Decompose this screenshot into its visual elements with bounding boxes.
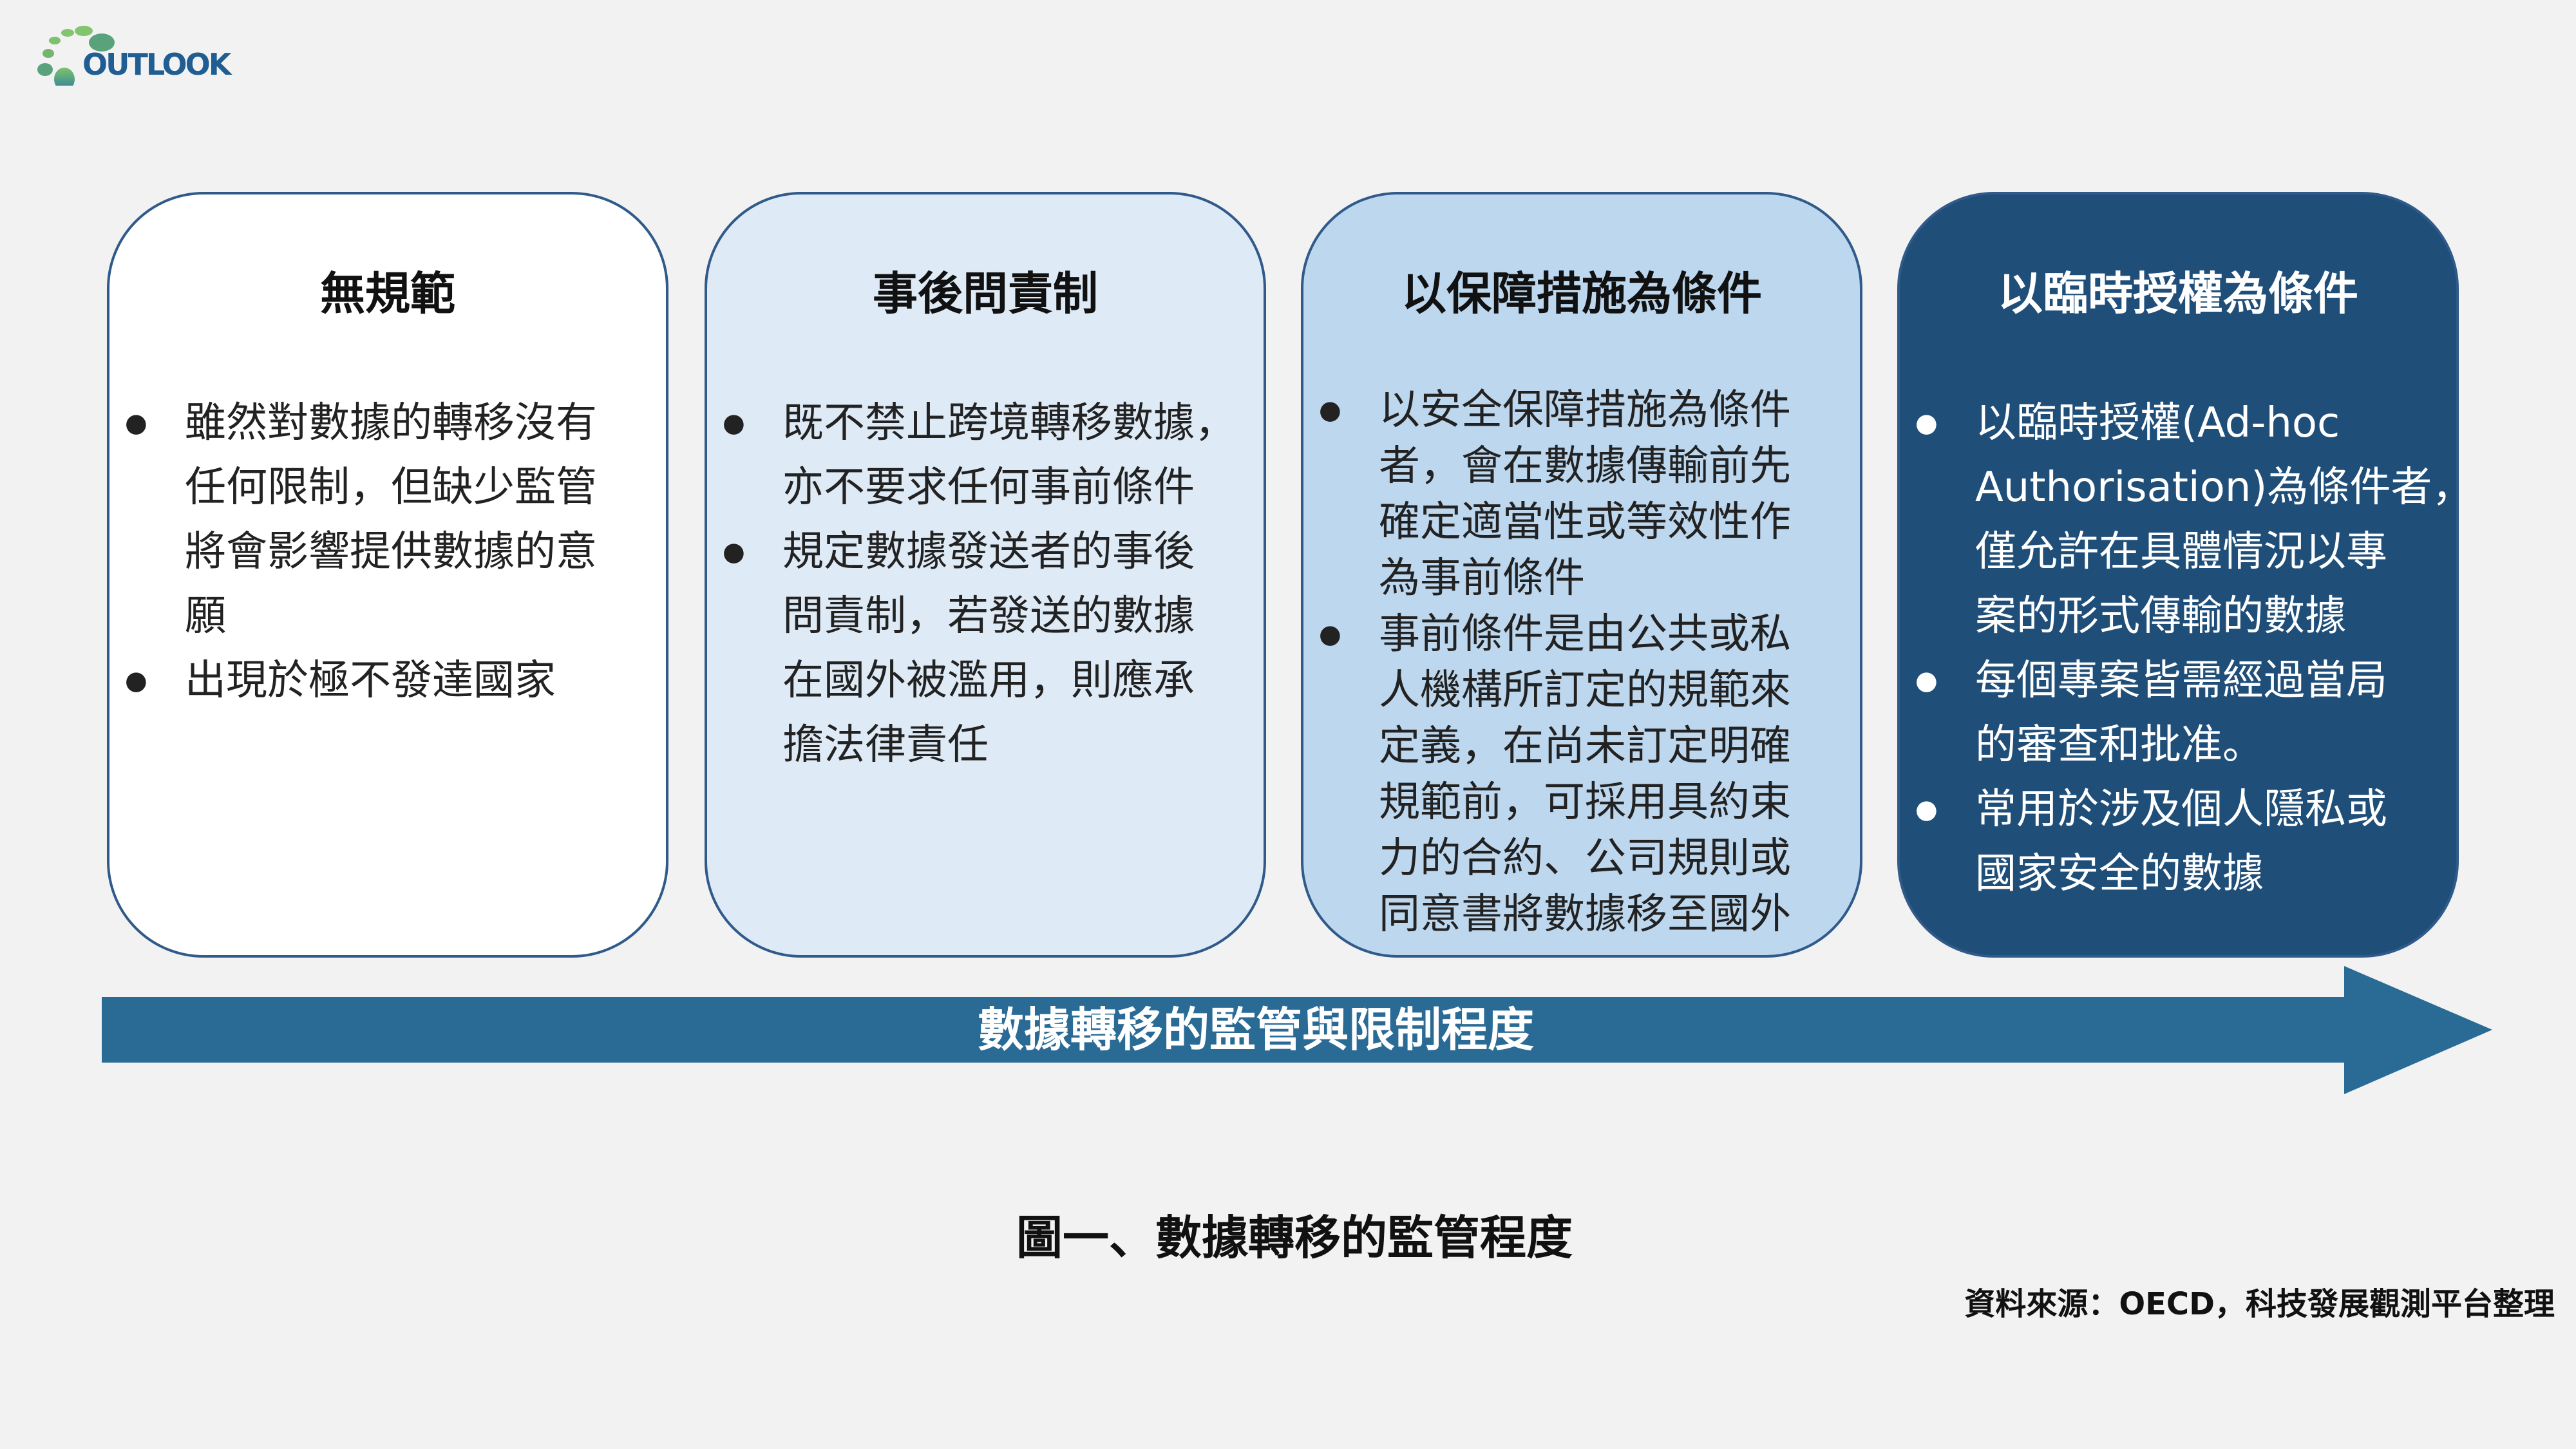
bullet-line: 擔法律責任 xyxy=(782,721,989,769)
bullet-dot-icon: ● xyxy=(1915,408,1938,438)
card-title: 無規範 xyxy=(320,267,455,320)
bullet-line: 常用於涉及個人隱私或 xyxy=(1975,786,2387,833)
bullet-line: 者，會在數據傳輸前先 xyxy=(1379,442,1791,490)
bullet-dot-icon: ● xyxy=(125,408,147,438)
bullet-line: 僅允許在具體情況以專 xyxy=(1975,528,2387,576)
bullet-line: 以安全保障措施為條件 xyxy=(1379,386,1791,434)
bullet-dot-icon: ● xyxy=(723,537,745,567)
bullet-dot-icon: ● xyxy=(1915,666,1938,696)
bullet-line: 將會影響提供數據的意 xyxy=(185,528,597,576)
bullet-item: ● 既不禁止跨境轉移數據， 亦不要求任何事前條件 xyxy=(707,391,1264,520)
bullet-line: 出現於極不發達國家 xyxy=(185,657,556,705)
bullet-list: ● 雖然對數據的轉移沒有任何限制，但缺少監管將會影響提供數據的意願 ● 出現於極不發達… xyxy=(109,391,666,713)
card-title: 事後問責制 xyxy=(873,267,1098,320)
bullet-dot-icon: ● xyxy=(1319,620,1341,649)
bullet-line: 規定數據發送者的事後 xyxy=(782,528,1195,576)
bullet-dot-icon: ● xyxy=(1319,395,1341,425)
stage-card-no-regulation: 無規範 ● 雖然對數據的轉移沒有任何限制，但缺少監管將會影響提供數據的意願 ● 出現於… xyxy=(107,192,668,958)
svg-text:OUTLOOK: OUTLOOK xyxy=(82,47,233,82)
bullet-item: ● 事前條件是由公共或私人機構所訂定的規範來定義，在尚未訂定明確規範前，可採用具約… xyxy=(1303,607,1860,943)
bullet-line: 問責制，若發送的數據 xyxy=(782,592,1195,640)
bullet-line: 為事前條件 xyxy=(1379,554,1585,602)
bullet-item: ● 出現於極不發達國家 xyxy=(109,649,666,713)
bullet-line: Authorisation)為條件者， xyxy=(1975,464,2474,511)
bullet-line: 以臨時授權(Ad-hoc xyxy=(1975,399,2340,447)
bullet-list: ● 既不禁止跨境轉移數據， 亦不要求任何事前條件 ● 規定數據發送者的事後問責制，若發送… xyxy=(707,391,1264,777)
outlook-logo: OUTLOOK xyxy=(19,12,238,91)
card-title: 以臨時授權為條件 xyxy=(1998,267,2358,320)
bullet-dot-icon: ● xyxy=(1915,795,1938,824)
bullet-dot-icon: ● xyxy=(723,408,745,438)
bullet-line: 力的合約、公司規則或 xyxy=(1379,835,1791,882)
bullet-line: 定義，在尚未訂定明確 xyxy=(1379,723,1791,770)
bullet-dot-icon: ● xyxy=(125,666,147,696)
bullet-item: ● 規定數據發送者的事後問責制，若發送的數據在國外被濫用，則應承擔法律責任 xyxy=(707,520,1264,777)
stage-card-ex-post-accountability: 事後問責制 ● 既不禁止跨境轉移數據， 亦不要求任何事前條件 ● 規定數據發送者的事後問… xyxy=(705,192,1266,958)
bullet-line: 任何限制，但缺少監管 xyxy=(185,464,597,511)
bullet-line: 願 xyxy=(185,592,226,640)
bullet-line: 同意書將數據移至國外 xyxy=(1379,891,1791,938)
bullet-line: 雖然對數據的轉移沒有 xyxy=(185,399,597,447)
bullet-line: 人機構所訂定的規範來 xyxy=(1379,667,1791,714)
bullet-line: 在國外被濫用，則應承 xyxy=(782,657,1195,705)
stage-card-safeguards: 以保障措施為條件 ● 以安全保障措施為條件者，會在數據傳輸前先確定適當性或等效性作… xyxy=(1301,192,1862,958)
bullet-line: 案的形式傳輸的數據 xyxy=(1975,592,2346,640)
bullet-line: 國家安全的數據 xyxy=(1975,850,2264,898)
bullet-item: ● 雖然對數據的轉移沒有任何限制，但缺少監管將會影響提供數據的意願 xyxy=(109,391,666,649)
bullet-line: 的審查和批准。 xyxy=(1975,721,2264,769)
bullet-item: ● 每個專案皆需經過當局的審查和批准。 xyxy=(1900,649,2456,777)
bullet-item: ● 以安全保障措施為條件者，會在數據傳輸前先確定適當性或等效性作為事前條件 xyxy=(1303,383,1860,607)
bullet-line: 事前條件是由公共或私 xyxy=(1379,611,1791,658)
bullet-list: ● 以安全保障措施為條件者，會在數據傳輸前先確定適當性或等效性作為事前條件 ● 事前條… xyxy=(1303,383,1860,943)
bullet-line: 每個專案皆需經過當局 xyxy=(1975,657,2387,705)
bullet-line: 規範前，可採用具約束 xyxy=(1379,779,1791,826)
source-note: 資料來源：OECD，科技發展觀測平台整理 xyxy=(1964,1286,2555,1322)
bullet-line: 確定適當性或等效性作 xyxy=(1379,498,1791,546)
bullet-item: ● 常用於涉及個人隱私或國家安全的數據 xyxy=(1900,777,2456,906)
arrow-label: 數據轉移的監管與限制程度 xyxy=(977,1003,1534,1057)
figure-caption: 圖一、數據轉移的監管程度 xyxy=(1016,1211,1573,1265)
bullet-line: 既不禁止跨境轉移數據， xyxy=(782,399,1236,447)
bullet-line: 亦不要求任何事前條件 xyxy=(782,464,1195,511)
card-title: 以保障措施為條件 xyxy=(1401,267,1762,320)
